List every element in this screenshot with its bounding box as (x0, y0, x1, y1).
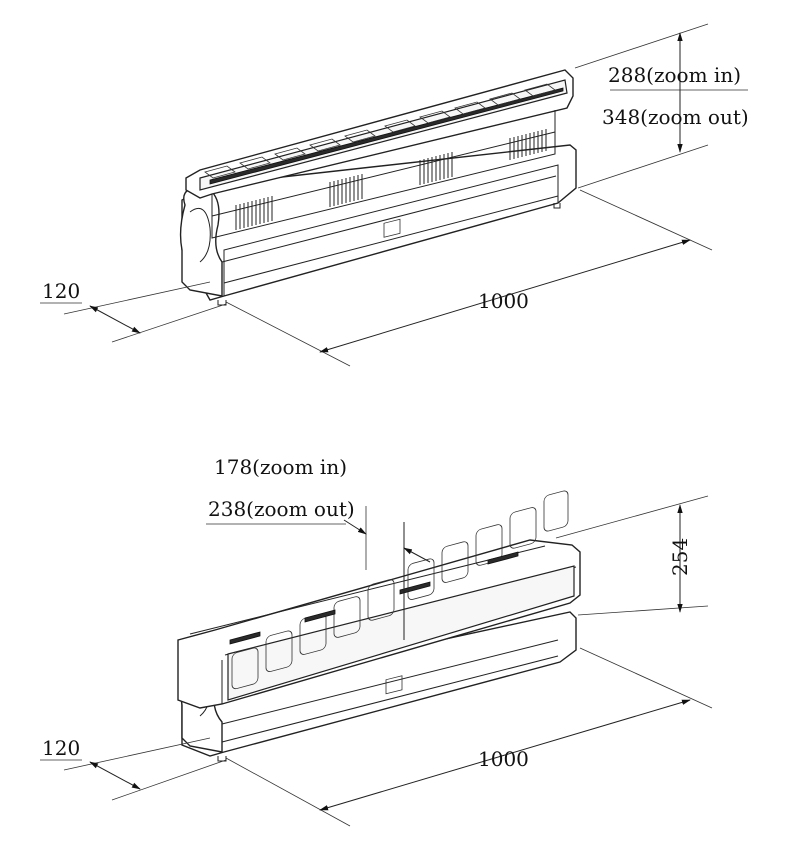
top-height-zoom-out: 348(zoom out) (602, 105, 749, 129)
top-length-label: 1000 (478, 289, 529, 313)
top-lens-cells (204, 83, 556, 179)
top-dimensions (40, 23, 748, 367)
bottom-height-label: 254 (668, 538, 692, 576)
bottom-length-label: 1000 (478, 747, 529, 771)
top-depth-label: 120 (42, 279, 80, 303)
bottom-tilt-zoom-out: 238(zoom out) (208, 497, 355, 521)
top-vents (235, 129, 547, 230)
top-height-zoom-in: 288(zoom in) (608, 63, 741, 87)
bottom-depth-label: 120 (42, 736, 80, 760)
bottom-tilt-zoom-in: 178(zoom in) (214, 455, 347, 479)
top-fixture (179, 69, 577, 306)
bottom-dimensions (40, 495, 713, 827)
bottom-fixture (177, 490, 581, 762)
